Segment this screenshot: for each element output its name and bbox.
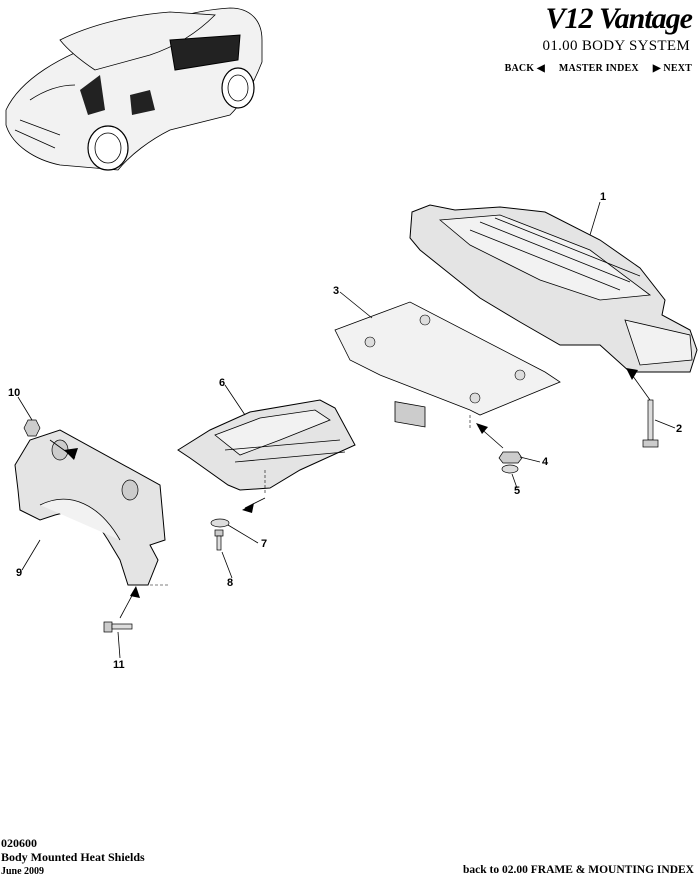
fastener-8-bolt: [214, 529, 224, 551]
fastener-4-nut: [498, 451, 523, 464]
part-9-side-heat-shield: [14, 429, 166, 586]
part-3-heat-shield-plate: [334, 301, 561, 428]
fastener-2-bolt: [642, 399, 659, 448]
fastener-10-nut: [23, 419, 41, 437]
callout-3: 3: [333, 285, 339, 297]
callout-2: 2: [676, 423, 682, 435]
part-1-rear-heat-shield: [409, 204, 698, 373]
callout-7: 7: [261, 538, 267, 550]
page-title: Body Mounted Heat Shields: [1, 850, 145, 864]
fastener-11-bolt: [103, 621, 133, 633]
fastener-5-washer: [501, 464, 519, 474]
nav-bar: BACK ◀ MASTER INDEX ▶ NEXT: [505, 63, 692, 74]
callout-10: 10: [8, 387, 20, 399]
back-to-index-link[interactable]: back to 02.00 FRAME & MOUNTING INDEX: [463, 864, 694, 876]
callout-6: 6: [219, 377, 225, 389]
page-code: 020600: [1, 836, 37, 850]
callout-labels: 1 2 3 4 5 6 7 8 9 10 11: [8, 191, 682, 671]
callout-5: 5: [514, 485, 520, 497]
car-overview-illustration: [5, 7, 263, 171]
next-link[interactable]: ▶ NEXT: [652, 63, 692, 74]
fastener-7-washer: [210, 518, 230, 528]
part-6-tunnel-heat-shield: [177, 399, 356, 491]
callout-1: 1: [600, 191, 606, 203]
callout-9: 9: [16, 567, 22, 579]
page-date: June 2009: [1, 866, 45, 877]
leader-lines: [17, 201, 676, 659]
back-link[interactable]: BACK ◀: [504, 63, 545, 74]
callout-4: 4: [542, 456, 549, 468]
master-index-link[interactable]: MASTER INDEX: [558, 63, 639, 74]
callout-8: 8: [227, 577, 233, 589]
section-title: 01.00 BODY SYSTEM: [542, 38, 690, 54]
brand-logo: V12 Vantage: [545, 2, 693, 35]
callout-11: 11: [113, 659, 125, 671]
